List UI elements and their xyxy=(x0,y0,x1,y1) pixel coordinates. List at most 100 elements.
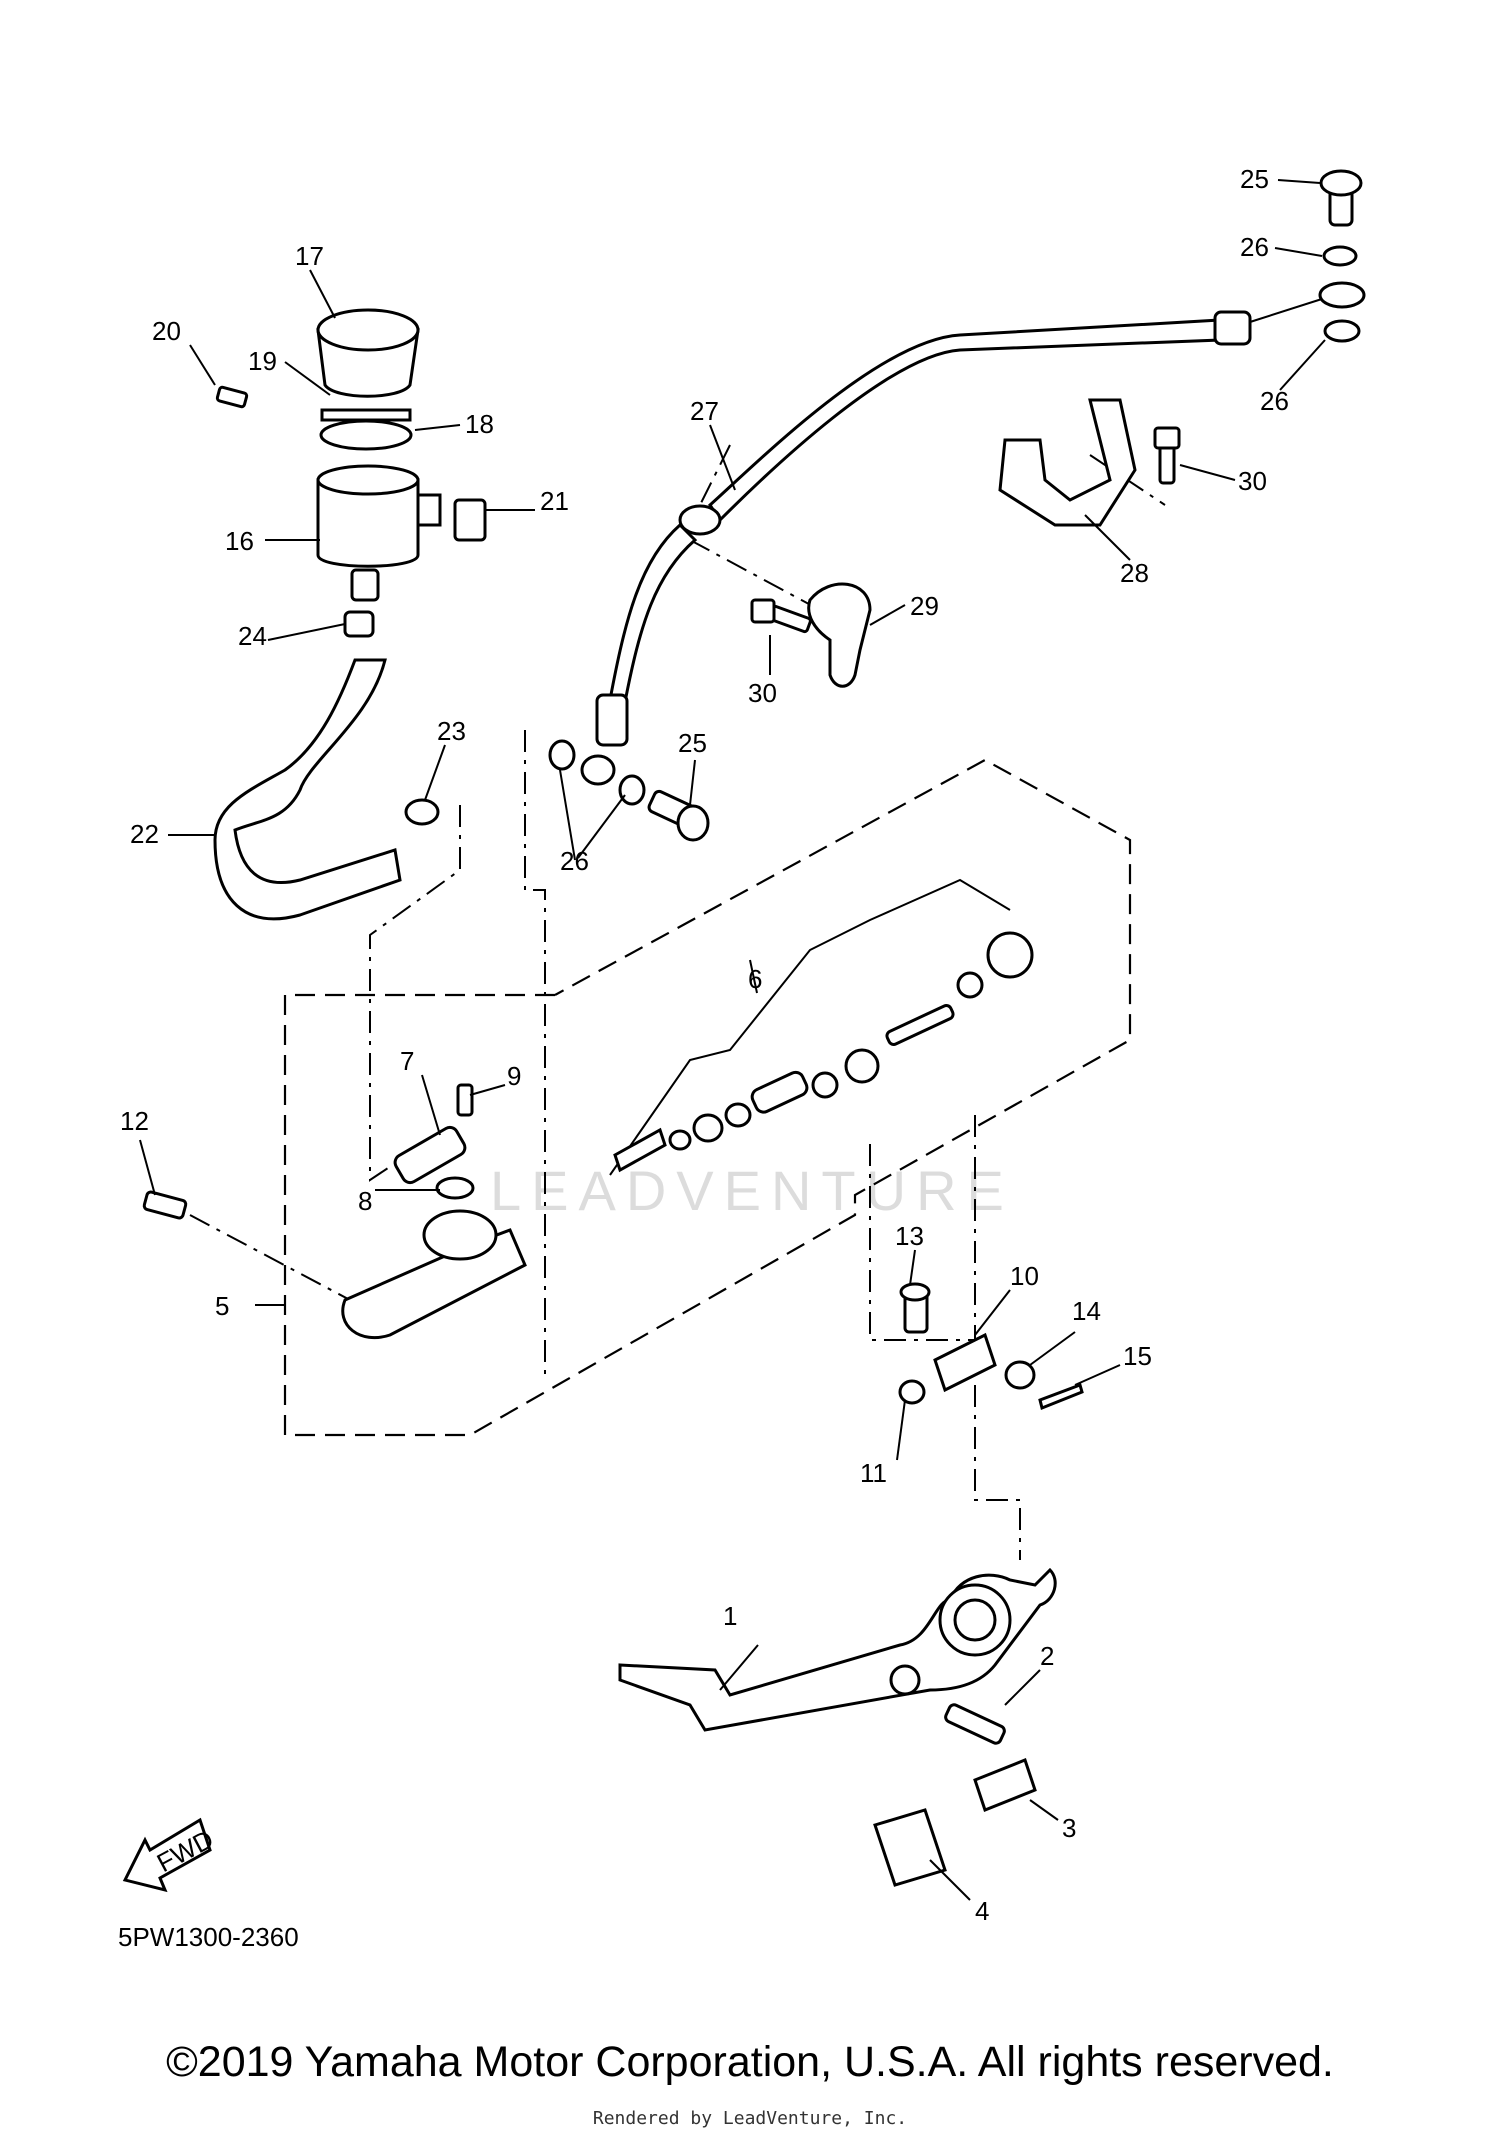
cup-washer xyxy=(724,1102,752,1128)
bracket-bolt-head xyxy=(1153,426,1181,450)
pedal-pivot-hole xyxy=(953,1598,997,1642)
callout-4: 4 xyxy=(975,1896,989,1926)
callout-13: 13 xyxy=(895,1221,924,1251)
callout-21: 21 xyxy=(540,486,569,516)
callout-14: 14 xyxy=(1072,1296,1101,1326)
clevis-nut xyxy=(898,1379,926,1405)
hose-fitting-lower xyxy=(595,693,629,747)
reservoir-bolt xyxy=(215,385,249,409)
callout-leader-lines xyxy=(139,179,1326,1901)
clevis-washer xyxy=(1004,1360,1036,1390)
clamp-bolt-head xyxy=(750,598,776,624)
rendered-by-notice: Rendered by LeadVenture, Inc. xyxy=(592,2108,908,2129)
joint-screw xyxy=(456,1083,474,1117)
reservoir-rim xyxy=(316,464,420,496)
callout-12: 12 xyxy=(120,1106,149,1136)
hose-clip-small xyxy=(404,798,440,826)
watermark-text: LEADVENTURE xyxy=(490,1159,1014,1222)
hose-joint xyxy=(393,1125,467,1185)
callout-1: 1 xyxy=(723,1601,737,1631)
union-bolt-lower-head xyxy=(676,804,710,842)
hose-banjo-eye xyxy=(580,754,616,786)
reservoir-hose xyxy=(213,658,402,921)
fwd-arrow-icon xyxy=(122,1817,212,1893)
bracket-guide-line xyxy=(699,444,731,506)
callout-30-lower: 30 xyxy=(748,678,777,708)
cotter-pin xyxy=(1038,1383,1084,1411)
reservoir-bracket xyxy=(453,498,487,542)
spring-seat xyxy=(668,1129,692,1151)
reservoir-spout xyxy=(350,568,380,602)
clamp-guide-line xyxy=(689,539,821,611)
return-spring xyxy=(973,1758,1037,1812)
union-bolt-upper-head xyxy=(1319,169,1363,197)
callout-25-upper: 25 xyxy=(1240,164,1269,194)
callout-16: 16 xyxy=(225,526,254,556)
callout-26-right: 26 xyxy=(1260,386,1289,416)
dust-boot xyxy=(986,931,1034,979)
hose-pipe-end xyxy=(1249,297,1326,323)
bolt-guide-line xyxy=(189,1214,351,1301)
hose-bracket xyxy=(998,398,1137,527)
hose-fitting-upper xyxy=(1213,310,1252,346)
piston-spring xyxy=(613,1127,667,1173)
hose-clip xyxy=(343,610,375,638)
master-cylinder-body xyxy=(341,1228,527,1340)
callout-17: 17 xyxy=(295,241,324,271)
master-cylinder-port xyxy=(422,1209,498,1261)
callout-30-upper: 30 xyxy=(1238,466,1267,496)
callout-29: 29 xyxy=(910,591,939,621)
callout-2: 2 xyxy=(1040,1641,1054,1671)
push-rod-washer xyxy=(844,1048,880,1084)
callout-15: 15 xyxy=(1123,1341,1152,1371)
copper-washer-lower-1 xyxy=(548,739,576,771)
callout-9: 9 xyxy=(507,1061,521,1091)
hose-guide-line xyxy=(524,730,546,1380)
reservoir-tab xyxy=(416,493,442,527)
hose-collar xyxy=(678,504,722,536)
reservoir-diaphragm xyxy=(319,419,413,451)
clevis-pin-head xyxy=(899,1282,931,1302)
piston xyxy=(750,1070,809,1114)
callout-28: 28 xyxy=(1120,558,1149,588)
callout-5: 5 xyxy=(215,1291,229,1321)
callout-labels: 1 2 3 4 5 6 7 8 9 10 11 12 13 14 15 16 1… xyxy=(120,164,1289,1926)
master-cylinder-mount-bolt xyxy=(142,1190,188,1220)
reservoir-plate xyxy=(320,408,412,422)
banjo-fitting-upper xyxy=(1318,281,1366,309)
callout-10: 10 xyxy=(1010,1261,1039,1291)
copyright-notice: ©2019 Yamaha Motor Corporation, U.S.A. A… xyxy=(166,2038,1334,2086)
callout-18: 18 xyxy=(465,409,494,439)
pedal-guide-line xyxy=(974,1385,1021,1560)
reservoir-body xyxy=(316,478,420,568)
clevis-guide-line xyxy=(869,1115,976,1341)
copper-washer-lower-2 xyxy=(618,774,646,806)
callout-26-upper: 26 xyxy=(1240,232,1269,262)
pedal-spring-hole xyxy=(889,1664,921,1696)
pedal-pivot-bolt xyxy=(944,1703,1006,1745)
master-cylinder-boundary xyxy=(283,758,1132,1437)
push-rod xyxy=(885,1004,955,1046)
callout-3: 3 xyxy=(1062,1813,1076,1843)
brake-hose-lower xyxy=(608,522,698,704)
o-ring xyxy=(435,1176,475,1200)
cup-secondary xyxy=(811,1071,839,1099)
hose-clamp xyxy=(807,582,872,688)
diagram-code: 5PW1300-2360 xyxy=(118,1922,299,1952)
reservoir-cap-top xyxy=(316,308,420,352)
callout-23: 23 xyxy=(437,716,466,746)
callout-25-lower: 25 xyxy=(678,728,707,758)
callout-24: 24 xyxy=(238,621,267,651)
bracket-bolt xyxy=(1158,443,1176,485)
callout-8: 8 xyxy=(358,1186,372,1216)
callout-6: 6 xyxy=(748,964,762,994)
callout-19: 19 xyxy=(248,346,277,376)
piston-kit-leader-lines xyxy=(609,878,1011,1176)
callout-26-lower: 26 xyxy=(560,846,589,876)
callout-27: 27 xyxy=(690,396,719,426)
cup-primary xyxy=(692,1113,724,1143)
callout-7: 7 xyxy=(400,1046,414,1076)
pedal-collar xyxy=(873,1808,947,1887)
callout-22: 22 xyxy=(130,819,159,849)
